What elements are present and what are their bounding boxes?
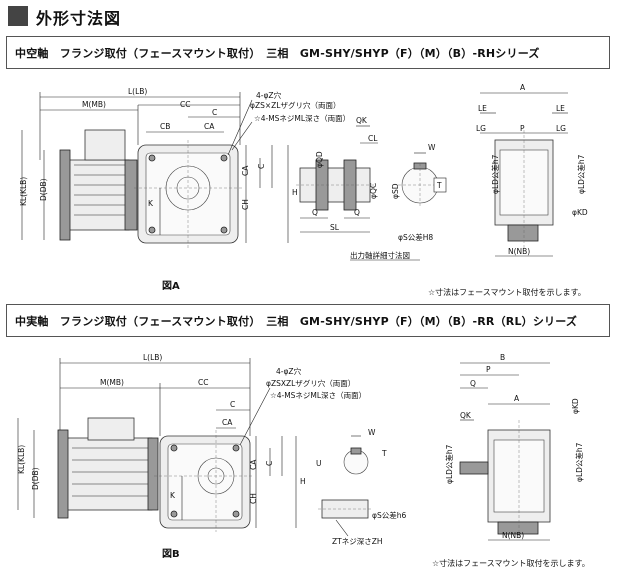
dim-a-QC: φQC (369, 183, 378, 199)
dim-a-D: D(DB) (39, 178, 48, 201)
page-header: 外形寸法図 (0, 0, 618, 34)
title-square-icon (8, 6, 28, 26)
figure-b-label: 図B (162, 549, 180, 560)
end-view-b (459, 420, 551, 540)
section-a-caption: 中空軸 フランジ取付（フェースマウント取付） 三相 GM-SHY/SHYP（F）… (15, 47, 540, 60)
note-b: ☆寸法はフェースマウント取付を示します。 (432, 559, 590, 568)
dim-a-KL: KL(KLB) (19, 177, 28, 206)
dim-b-B: B (500, 353, 505, 362)
dim-a-CA-v: CA (241, 165, 250, 176)
dim-b-KD: φKD (571, 398, 580, 414)
dim-a-N: N(NB) (508, 247, 530, 256)
dim-a-Q2: Q (354, 208, 360, 217)
dim-a-CC: CC (180, 100, 190, 109)
dim-a-T: T (436, 181, 442, 190)
page-title: 外形寸法図 (36, 9, 122, 28)
dim-a-QD: φQD (315, 151, 324, 168)
end-view-a (494, 130, 554, 250)
dim-a-LE1: LE (478, 104, 487, 113)
dim-b-P: P (486, 365, 491, 374)
callout-b-3: ☆4-MSネジML深さ（両面） (270, 391, 366, 400)
motor-b (57, 417, 159, 519)
shaft-detail-b (318, 447, 372, 519)
gearbox-a (134, 140, 244, 248)
dim-a-S: φS公差H8 (398, 232, 433, 242)
dim-b-ZT: ZTネジ深さZH (332, 537, 383, 546)
dim-b-CC: CC (198, 378, 208, 387)
section-b-caption: 中実軸 フランジ取付（フェースマウント取付） 三相 GM-SHY/SHYP（F）… (15, 315, 578, 328)
dim-a-W: W (428, 143, 436, 152)
section-a-caption-box: 中空軸 フランジ取付（フェースマウント取付） 三相 GM-SHY/SHYP（F）… (6, 36, 610, 69)
dim-a-L: L(LB) (128, 87, 147, 96)
dim-b-KL: KL(KLB) (17, 445, 26, 474)
dim-a-KD: φKD (572, 208, 588, 217)
dim-b-T: T (381, 449, 387, 458)
dim-b-A: A (514, 394, 520, 403)
dim-b-C-v: C (265, 461, 274, 466)
dim-a-LG2: LG (556, 124, 566, 133)
dim-b-LD1: φLD公差h7 (444, 444, 454, 484)
dim-a-LG1: LG (476, 124, 486, 133)
dim-a-CH: CH (241, 199, 250, 210)
dim-a-P: P (520, 124, 525, 133)
callout-b-2: φZSXZLザグリ穴（両面） (266, 378, 355, 388)
gearbox-b (154, 430, 254, 532)
dim-a-Q1: Q (312, 208, 318, 217)
dim-a-LE2: LE (556, 104, 565, 113)
dim-b-N: N(NB) (502, 531, 524, 540)
callout-a-2: φZS×ZLザグリ穴（両面） (250, 100, 340, 110)
dim-b-CH: CH (249, 493, 258, 504)
dim-a-H: H (292, 188, 298, 197)
dim-a-QK: QK (356, 116, 368, 125)
dim-b-L: L(LB) (143, 353, 162, 362)
dim-a-LD1: φLD公差h7 (490, 154, 500, 194)
dim-b-W: W (368, 428, 376, 437)
dim-b-D: D(DB) (31, 467, 40, 490)
shaft-side-a (296, 159, 374, 211)
callout-a-3: ☆4-MSネジML深さ（両面） (254, 114, 350, 123)
callout-a-1: 4-φZ穴 (256, 90, 282, 100)
callout-b-1: 4-φZ穴 (276, 366, 302, 376)
figure-a-label: 図A (162, 281, 180, 292)
dim-a-LD2: φLD公差h7 (576, 154, 586, 194)
dim-b-M: M(MB) (100, 378, 124, 387)
dim-b-S: φS公差h6 (372, 510, 406, 520)
dim-a-CL: CL (368, 134, 378, 143)
dim-b-Q: Q (470, 379, 476, 388)
dim-a-SL: SL (330, 223, 340, 232)
dim-a-SD: φSD (391, 183, 400, 199)
dim-a-CA: CA (204, 122, 215, 131)
dim-b-QK: QK (460, 411, 472, 420)
dim-b-U: U (316, 459, 322, 468)
dim-a-CB: CB (160, 122, 170, 131)
section-b-caption-box: 中実軸 フランジ取付（フェースマウント取付） 三相 GM-SHY/SHYP（F）… (6, 304, 610, 337)
dim-b-C: C (230, 400, 235, 409)
dim-b-CA: CA (222, 418, 233, 427)
dim-b-H: H (300, 477, 306, 486)
dim-a-C: C (212, 108, 217, 117)
dim-a-C-v: C (257, 164, 266, 169)
dim-b-CA-v: CA (249, 459, 258, 470)
dim-b-LD2: φLD公差h7 (574, 442, 584, 482)
dim-a-A: A (520, 83, 526, 92)
motor-a (59, 129, 138, 241)
dim-a-K: K (148, 199, 154, 208)
dim-a-M: M(MB) (82, 100, 106, 109)
shaft-detail-label: 出力軸詳細寸法図 (350, 250, 410, 260)
dim-b-K: K (170, 491, 176, 500)
note-a: ☆寸法はフェースマウント取付を示します。 (428, 288, 586, 297)
